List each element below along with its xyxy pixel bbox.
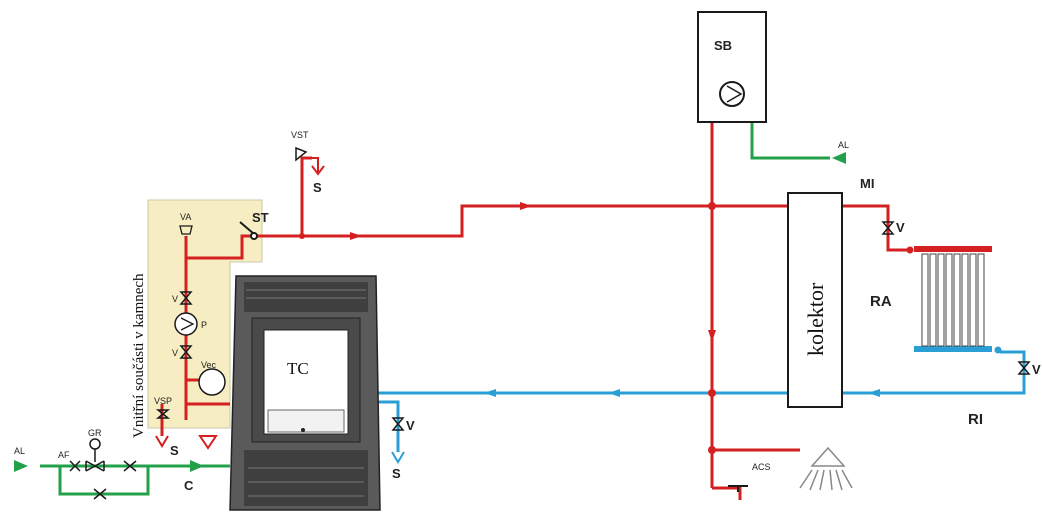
c-label: C [184,478,194,493]
sb-label: SB [714,38,732,53]
air-vent-icon [179,225,193,235]
mi-label: MI [860,176,874,191]
ri-label: RI [968,411,983,428]
vec-label: Vec [201,360,217,370]
supply-arrows [14,152,846,472]
crossing-junction [708,389,716,397]
kolektor-manifold [787,192,843,408]
v-label-drain: V [406,418,415,433]
vst-label: VST [291,130,309,140]
valve-icon [69,146,1031,500]
al-label-top: AL [838,140,849,150]
s-label-drain: S [392,466,401,481]
hot-flow-arrows [198,202,716,450]
ra-label: RA [870,293,892,310]
sb-boiler [697,11,767,123]
panel-title: Vnitřní součásti v kamnech [131,273,147,438]
shower-head-icon [799,446,853,491]
af-label: AF [58,450,70,460]
s-label-panel: S [170,443,179,458]
return-flow-arrows [484,389,880,397]
v-label-upper: V [172,294,178,304]
drain-icon [155,157,405,464]
stove-icon [229,275,381,511]
hot-junctions [299,202,716,454]
tap-icon [728,485,748,492]
kolektor-label: kolektor [803,282,828,356]
p-label: P [201,320,207,330]
pump-icon [719,81,745,107]
expansion-vessel-icon [198,368,226,396]
v-label-lower: V [172,348,178,358]
thermostat-icon [239,221,258,240]
al-label-left: AL [14,446,25,456]
return-pipes [374,350,1026,452]
st-label: ST [252,210,269,225]
acs-label: ACS [752,462,771,472]
vsp-label: VSP [154,396,172,406]
radiator-icon [906,246,1002,354]
gr-label: GR [88,428,102,438]
s-label-vst: S [313,180,322,195]
va-label: VA [180,212,191,222]
tc-label: TC [287,359,309,378]
pump-icon [174,312,198,336]
v-label-ri: V [1032,362,1041,377]
v-label-mi: V [896,220,905,235]
